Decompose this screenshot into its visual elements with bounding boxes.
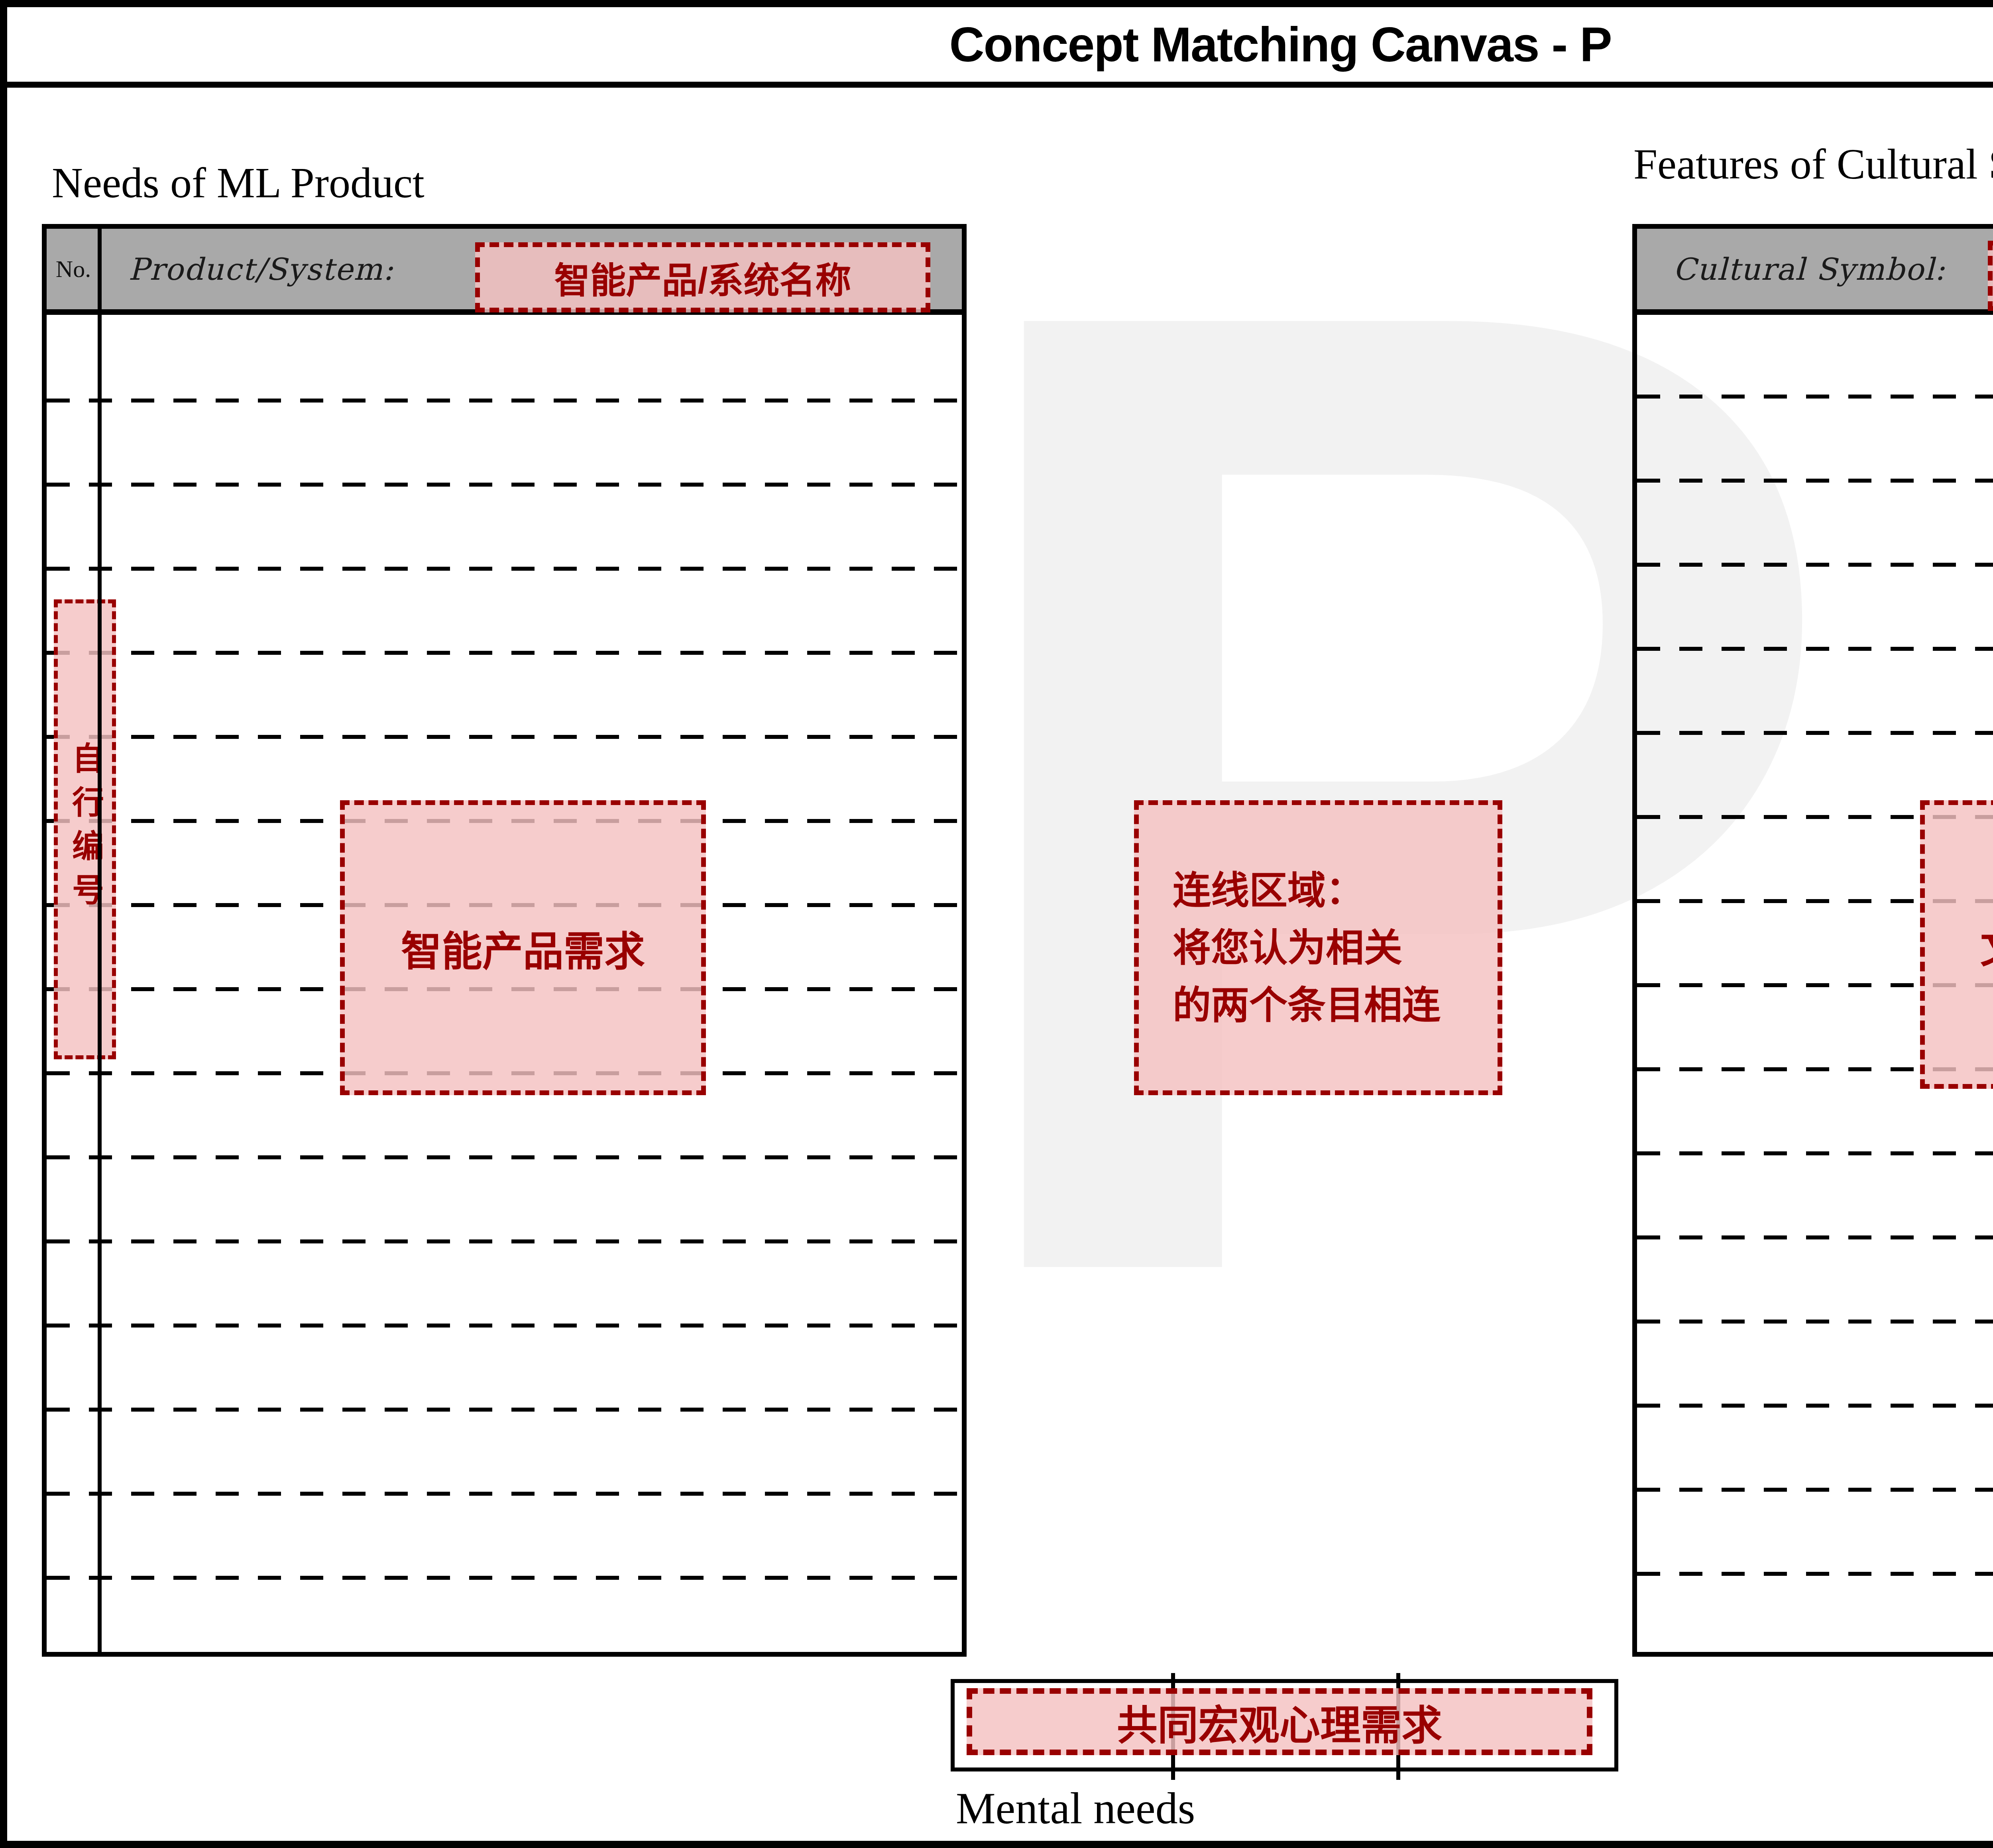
product-needs-hint-box: 智能产品需求 <box>340 800 706 1095</box>
dashed-row-line <box>1637 1488 1993 1492</box>
mental-needs-label: Mental needs <box>956 1783 1195 1834</box>
cultural-symbol-label: Cultural Symbol: <box>1673 229 1946 309</box>
no-column-divider <box>98 229 102 1652</box>
dashed-row-line <box>1637 479 1993 483</box>
product-name-hint-text: 智能产品/系统名称 <box>554 251 851 303</box>
dashed-row-line <box>47 399 962 403</box>
dashed-row-line <box>1637 1404 1993 1408</box>
dashed-row-line <box>1637 1320 1993 1324</box>
product-needs-hint-text: 智能产品需求 <box>401 919 645 977</box>
dashed-row-line <box>1637 731 1993 735</box>
dashed-row-line <box>1637 395 1993 399</box>
symbol-features-hint-box: 文化符号特征 <box>1920 800 1993 1089</box>
dashed-row-line <box>47 483 962 487</box>
dashed-row-line <box>47 567 962 571</box>
dashed-row-line <box>1637 1235 1993 1239</box>
dashed-row-line <box>47 735 962 739</box>
shared-macro-needs-hint-box: 共同宏观心理需求 <box>967 1688 1592 1755</box>
connection-hint-line2: 将您认为相关 <box>1173 919 1441 976</box>
page-title: Concept Matching Canvas - P <box>949 17 1611 73</box>
product-system-label: Product/System: <box>128 229 394 309</box>
title-separator-line <box>0 82 1993 88</box>
symbol-name-hint-box: 文化符号名称 <box>1988 241 1993 311</box>
left-section-label: Needs of ML Product <box>52 159 425 207</box>
dashed-row-line <box>47 1408 962 1412</box>
connection-zone-hint-box: 连线区域： 将您认为相关 的两个条目相连 <box>1134 800 1502 1095</box>
dashed-row-line <box>47 1492 962 1496</box>
connection-hint-line1: 连线区域： <box>1173 862 1441 919</box>
no-column-header: No. <box>47 229 100 309</box>
dashed-row-line <box>1637 1572 1993 1576</box>
dashed-row-line <box>47 1576 962 1580</box>
needs-panel-header: No. Product/System: 智能产品/系统名称 <box>47 229 962 315</box>
symbol-features-hint-text: 文化符号特征 <box>1980 915 1993 974</box>
features-panel-header: Cultural Symbol: 文化符号名称 Number of Nodes <box>1637 229 1993 315</box>
shared-macro-needs-hint-text: 共同宏观心理需求 <box>1117 1693 1442 1751</box>
dashed-row-line <box>47 651 962 655</box>
dashed-row-line <box>47 1239 962 1243</box>
dashed-row-line <box>47 1155 962 1159</box>
connection-hint-line3: 的两个条目相连 <box>1173 976 1441 1034</box>
features-panel: Cultural Symbol: 文化符号名称 Number of Nodes … <box>1632 224 1993 1657</box>
self-numbering-hint-box: 自行编号 <box>54 599 116 1059</box>
connection-zone-hint-text: 连线区域： 将您认为相关 的两个条目相连 <box>1173 862 1441 1034</box>
needs-panel: No. Product/System: 智能产品/系统名称 自行编号 智能产品需… <box>42 224 967 1657</box>
product-name-hint-box: 智能产品/系统名称 <box>475 242 930 312</box>
dashed-row-line <box>1637 647 1993 651</box>
dashed-row-line <box>47 1324 962 1328</box>
title-bar: Concept Matching Canvas - P <box>7 7 1993 82</box>
right-section-label: Features of Cultural Symbol <box>1633 141 1993 188</box>
dashed-row-line <box>1637 563 1993 567</box>
dashed-row-line <box>1637 1151 1993 1155</box>
